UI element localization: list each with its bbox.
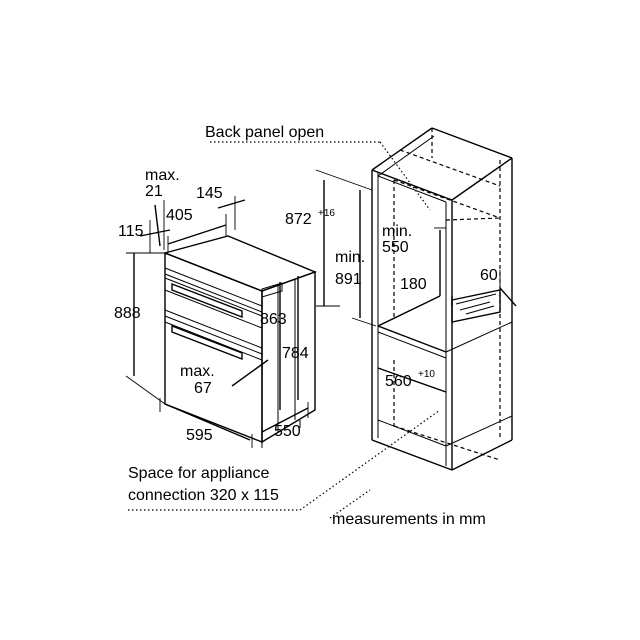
leader-measurements (329, 489, 371, 519)
value-560: 560 (385, 373, 412, 390)
value-784: 784 (282, 345, 309, 362)
value-21: 21 (145, 183, 163, 200)
value-888: 888 (114, 305, 141, 322)
value-560-tolerance: +10 (418, 369, 435, 380)
label-min-550: min. (382, 223, 412, 240)
value-115: 115 (118, 223, 144, 240)
label-space-line1: Space for appliance (128, 465, 270, 482)
value-872-tolerance: +16 (318, 208, 335, 219)
value-180: 180 (400, 276, 427, 293)
label-max-21: max. (145, 167, 180, 184)
value-863: 863 (260, 311, 287, 328)
oven-dimensions (125, 196, 309, 448)
value-405: 405 (166, 207, 193, 224)
value-872: 872 (285, 211, 312, 228)
label-back-panel-open: Back panel open (205, 124, 324, 141)
cabinet-body (371, 127, 513, 471)
label-min-891: min. (335, 249, 365, 266)
label-max-67: max. (180, 363, 215, 380)
label-space-line2: connection 320 x 115 (128, 487, 279, 504)
value-550: 550 (274, 423, 301, 440)
value-60: 60 (480, 267, 498, 284)
value-550-cabinet: 550 (382, 239, 409, 256)
value-595: 595 (186, 427, 213, 444)
cabinet-dimensions (315, 169, 517, 393)
value-145: 145 (196, 185, 223, 202)
value-67: 67 (194, 380, 212, 397)
label-measurements: measurements in mm (332, 511, 486, 528)
value-891: 891 (335, 271, 362, 288)
